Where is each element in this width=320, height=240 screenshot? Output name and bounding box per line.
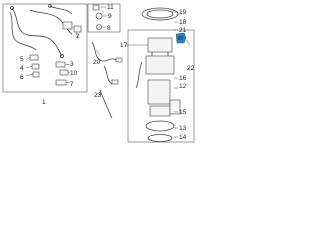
- callout-8: 8: [107, 25, 111, 32]
- fuel-pump-module: [135, 7, 181, 142]
- callout-19: 19: [179, 9, 187, 16]
- clip-parts-left: [29, 54, 69, 86]
- group-box-middle: [87, 3, 121, 33]
- callout-22: 22: [187, 65, 195, 72]
- callout-14: 14: [179, 134, 187, 141]
- callout-23: 23: [94, 92, 102, 99]
- callout-10: 10: [70, 70, 78, 77]
- wiring-harness: [9, 4, 73, 59]
- callout-4: 4: [20, 65, 24, 72]
- callout-15: 15: [179, 109, 187, 116]
- leader-lines-right: [126, 11, 178, 138]
- group-box-right: [127, 29, 195, 143]
- callout-11: 11: [107, 4, 114, 11]
- callout-12: 12: [179, 83, 187, 90]
- callout-6: 6: [20, 74, 24, 81]
- callout-13: 13: [179, 125, 187, 132]
- callout-18: 18: [179, 19, 187, 26]
- fastener-parts-middle: [92, 4, 103, 30]
- callout-5: 5: [20, 56, 24, 63]
- hose-parts-middle: [91, 41, 123, 119]
- callout-9: 9: [108, 13, 112, 20]
- highlighted-part-22: [175, 32, 191, 46]
- callout-3: 3: [70, 61, 74, 68]
- callout-21: 21: [179, 27, 187, 34]
- callout-2: 2: [76, 33, 80, 40]
- parts-diagram: 1 2 3 4 5 6 7 8 9 10 11 12 13 14 15 16 1…: [2, 3, 195, 143]
- connector-bracket-left: [62, 21, 82, 33]
- callout-16: 16: [179, 75, 187, 82]
- leader-lines-center: [95, 49, 103, 96]
- leader-lines-left: [25, 31, 79, 84]
- callout-20: 20: [93, 59, 101, 66]
- group-box-left: [2, 3, 88, 93]
- callout-1: 1: [42, 99, 46, 106]
- callout-17: 17: [120, 42, 128, 49]
- callout-7: 7: [70, 81, 74, 88]
- leader-lines-middle: [100, 6, 107, 28]
